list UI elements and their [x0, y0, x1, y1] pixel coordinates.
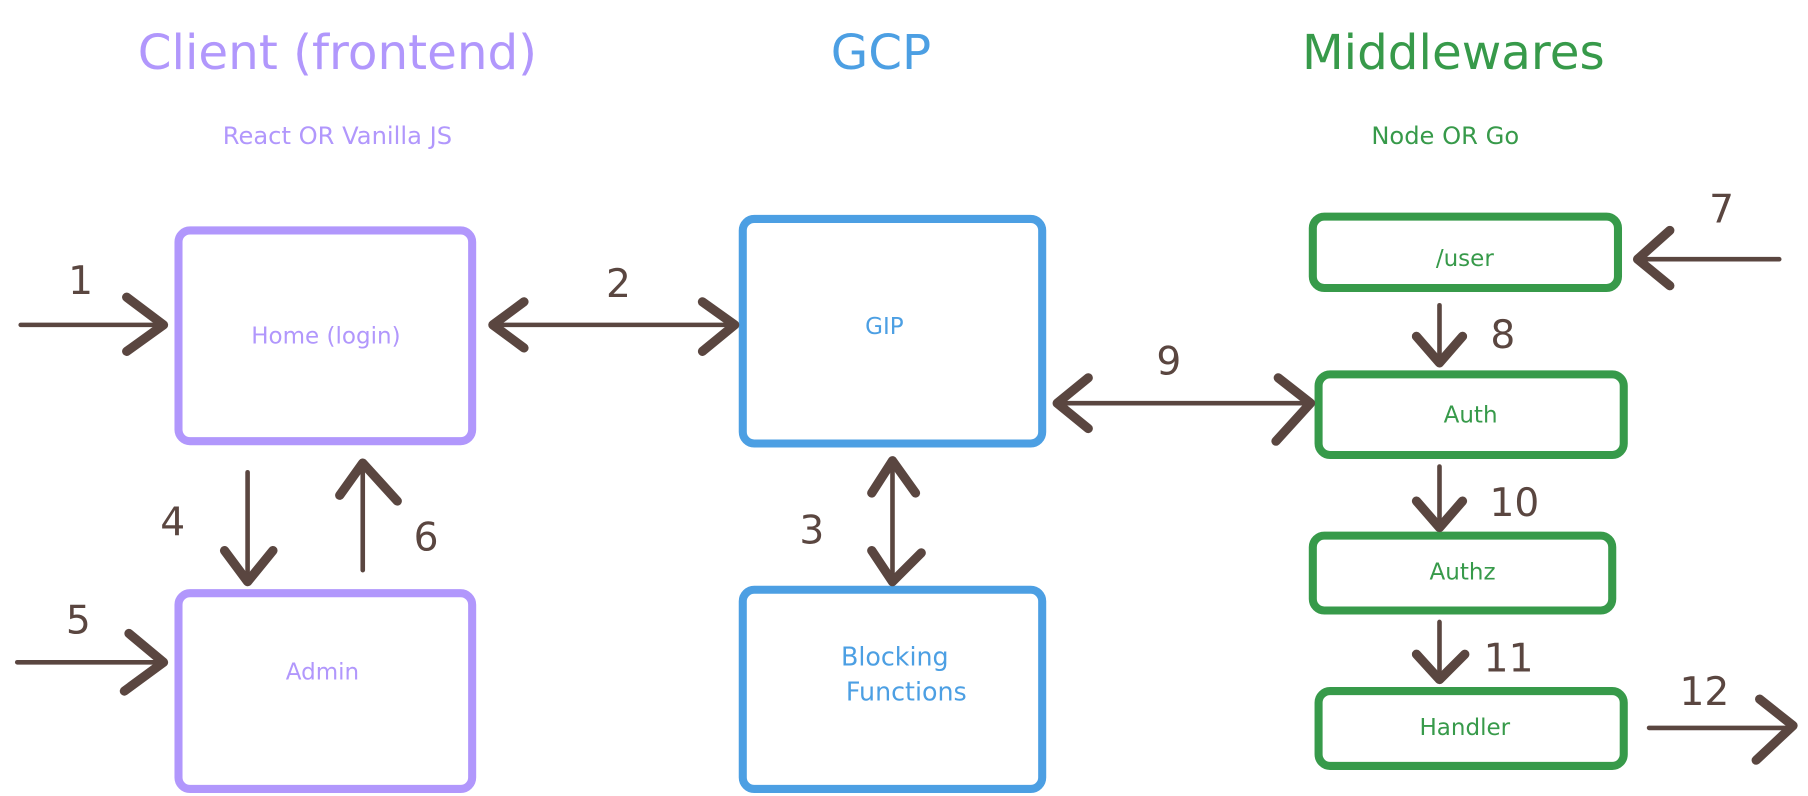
step-11: 11 — [1484, 637, 1534, 682]
gip-label: GIP — [865, 314, 904, 340]
client-subtitle: React OR Vanilla JS — [223, 122, 452, 150]
step-5: 5 — [66, 599, 91, 644]
blocking-label-2: Functions — [846, 676, 967, 706]
authz-label: Authz — [1430, 559, 1496, 585]
gcp-title: GCP — [831, 25, 931, 81]
home-login-box — [174, 226, 477, 446]
arrow-5 — [14, 628, 169, 696]
client-title: Client (frontend) — [138, 25, 537, 81]
user-route-box — [1308, 212, 1623, 293]
handler-box — [1314, 687, 1628, 770]
arrow-1 — [18, 292, 169, 356]
arrow-10 — [1411, 464, 1468, 533]
gip-box — [738, 214, 1047, 448]
arrow-6 — [335, 458, 402, 573]
admin-label: Admin — [286, 660, 359, 686]
step-10: 10 — [1489, 481, 1539, 526]
arrow-7 — [1632, 225, 1782, 291]
step-8: 8 — [1490, 313, 1515, 358]
blocking-label-1: Blocking — [841, 642, 949, 672]
step-4: 4 — [160, 501, 185, 546]
handler-label: Handler — [1420, 715, 1511, 741]
user-route-label: /user — [1436, 246, 1494, 272]
home-login-label: Home (login) — [251, 323, 400, 349]
authz-box — [1308, 531, 1617, 615]
arrow-2 — [488, 297, 740, 356]
arrow-3 — [867, 456, 926, 587]
middleware-title: Middlewares — [1302, 25, 1605, 81]
auth-label: Auth — [1444, 403, 1498, 429]
admin-box — [174, 589, 477, 793]
step-7: 7 — [1709, 187, 1734, 232]
step-6: 6 — [414, 516, 439, 561]
auth-box — [1314, 370, 1628, 460]
arrow-4 — [219, 469, 278, 587]
step-12: 12 — [1679, 670, 1729, 715]
step-1: 1 — [68, 259, 93, 304]
arrow-9 — [1052, 373, 1316, 446]
blocking-functions-box — [738, 585, 1047, 793]
arrow-8 — [1411, 302, 1468, 368]
step-2: 2 — [606, 262, 631, 307]
arrow-12 — [1646, 694, 1798, 765]
arrow-11 — [1411, 619, 1470, 685]
step-9: 9 — [1156, 339, 1181, 384]
middleware-subtitle: Node OR Go — [1371, 122, 1519, 150]
step-3: 3 — [799, 509, 824, 554]
